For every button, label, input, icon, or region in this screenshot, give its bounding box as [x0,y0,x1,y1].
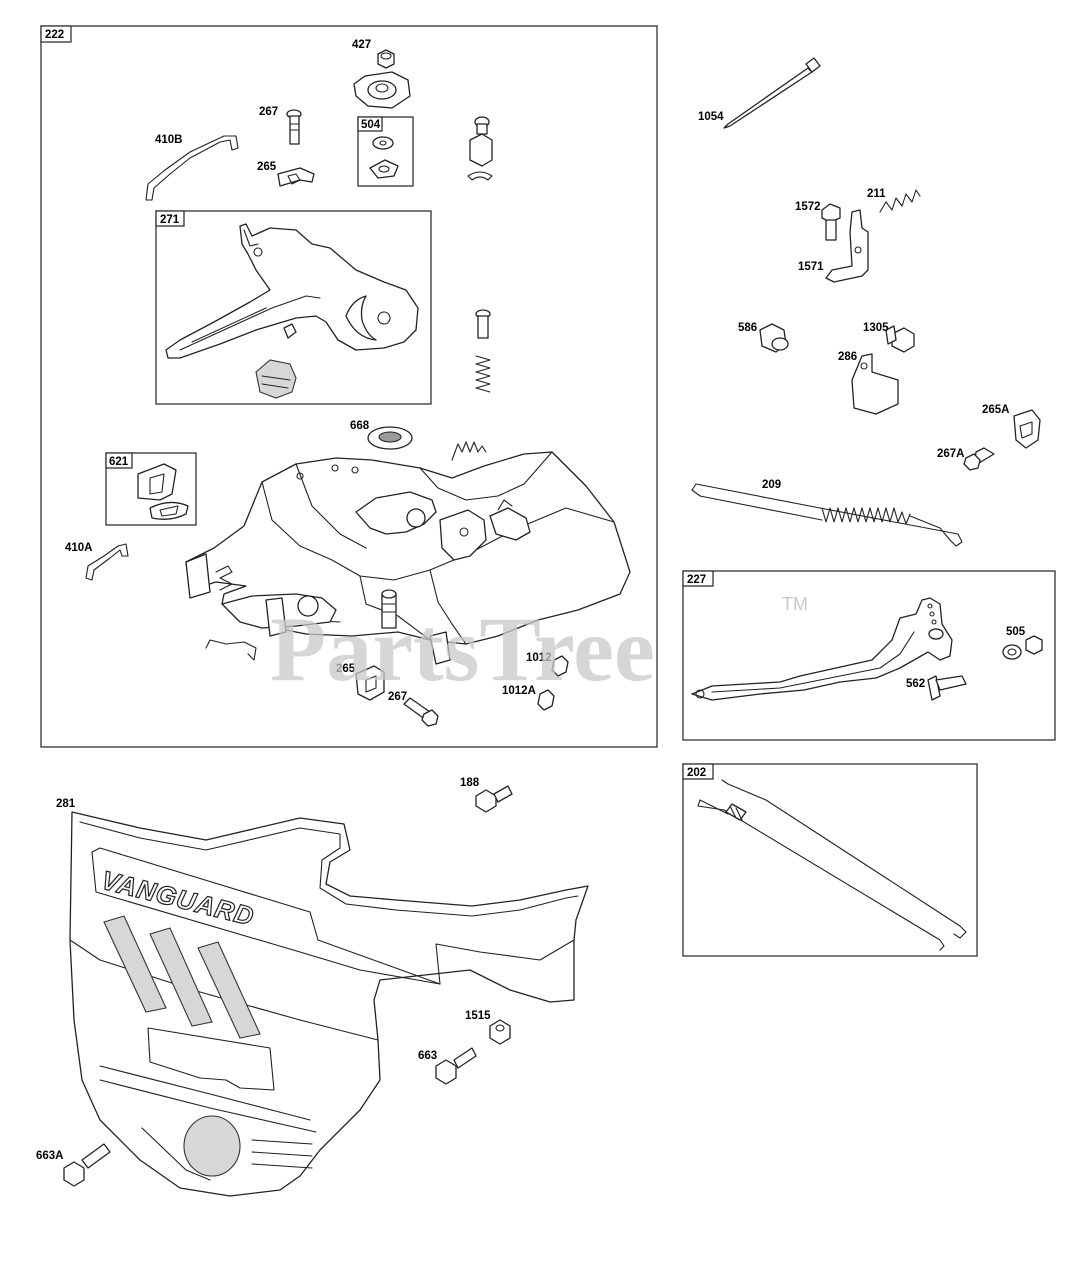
part-209-rod-spring[interactable] [691,483,963,547]
label-1515[interactable]: 1515 [465,1010,491,1022]
part-plate-loose-link[interactable] [205,639,257,661]
part-265a-clip[interactable] [1013,409,1041,449]
label-663[interactable]: 663 [418,1050,437,1062]
watermark-trademark: TM [782,594,808,614]
part-663a-bolt[interactable] [63,1143,111,1187]
group-504-tag-box [357,116,383,132]
part-504-washers[interactable] [369,136,399,179]
label-410b[interactable]: 410B [155,134,183,146]
group-504-frame [357,116,414,187]
part-202-linkage-rod[interactable] [697,779,967,951]
group-202-frame [682,763,978,957]
part-1305-bolt[interactable] [885,325,915,353]
label-286[interactable]: 286 [838,351,857,363]
part-bolt-with-spring[interactable] [475,309,491,393]
part-spring-top[interactable] [451,441,487,461]
part-1515-nut[interactable] [489,1019,511,1045]
group-227-frame [682,570,1056,741]
part-267a-bolt[interactable] [963,447,995,471]
label-410a[interactable]: 410A [65,542,93,554]
label-1012a[interactable]: 1012A [502,685,536,697]
part-211-spring[interactable] [879,189,921,213]
label-267-top[interactable]: 267 [259,106,278,118]
label-668[interactable]: 668 [350,420,370,432]
group-227-tag-box [682,570,714,587]
label-586[interactable]: 586 [738,322,757,334]
label-209[interactable]: 209 [762,479,781,491]
part-271-cap[interactable] [255,359,297,399]
part-410a-link[interactable] [85,543,129,581]
part-668-grommet[interactable] [367,426,413,450]
label-267A[interactable]: 267A [937,448,965,460]
part-265-clip-bottom[interactable] [355,665,385,701]
group-271-tag[interactable]: 271 [160,214,180,226]
label-265-top[interactable]: 265 [257,161,277,173]
part-267-bolt-top[interactable] [286,109,302,145]
watermark: PartsTree [270,598,655,700]
label-562[interactable]: 562 [906,678,925,690]
part-plate-left-bracket[interactable] [185,553,233,599]
group-621-tag[interactable]: 621 [109,456,129,468]
label-1054[interactable]: 1054 [698,111,724,123]
part-427-nut[interactable] [353,49,411,109]
part-621-bracket[interactable] [137,463,189,520]
part-plate-stud[interactable] [381,589,397,629]
label-281[interactable]: 281 [56,798,76,810]
part-505-nut[interactable] [1002,635,1043,660]
group-621-tag-box [105,452,133,469]
label-265-bottom[interactable]: 265 [336,663,356,675]
label-265A[interactable]: 265A [982,404,1010,416]
group-271-frame [155,210,432,405]
part-267-bolt-bottom[interactable] [403,697,439,727]
group-222-frame [40,25,658,748]
part-plate-lower-lever[interactable] [221,593,451,665]
part-271-throttle-bracket[interactable] [165,223,419,359]
part-governor-lever-on-plate[interactable] [355,491,531,561]
group-222-tag-box [40,25,72,43]
label-267-bottom[interactable]: 267 [388,691,407,703]
group-222-tag[interactable]: 222 [45,29,64,41]
group-621-frame [105,452,197,526]
label-427[interactable]: 427 [352,39,371,51]
part-286-bracket[interactable] [851,353,899,415]
group-227-tag[interactable]: 227 [687,574,706,586]
label-1572[interactable]: 1572 [795,201,821,213]
part-1054-cable-tie[interactable] [723,57,821,129]
part-1571-bracket[interactable] [825,209,869,283]
label-1012[interactable]: 1012 [526,652,552,664]
label-663a[interactable]: 663A [36,1150,64,1162]
label-505[interactable]: 505 [1006,626,1026,638]
label-1305[interactable]: 1305 [863,322,889,334]
group-202-tag[interactable]: 202 [687,767,706,779]
part-663-bolt[interactable] [435,1047,477,1085]
group-271-tag-box [155,210,185,227]
part-1012a-screw[interactable] [537,689,555,711]
group-504-tag[interactable]: 504 [361,119,381,131]
label-188[interactable]: 188 [460,777,480,789]
part-281-cover[interactable]: VANGUARD [69,811,589,1197]
part-188-bolt[interactable] [475,785,513,813]
part-227-governor-lever[interactable] [691,597,953,701]
part-271-small-nut[interactable] [283,323,297,339]
part-1012-screw[interactable] [551,655,569,677]
part-410b-link[interactable] [145,135,239,201]
part-1572-bolt[interactable] [821,203,841,241]
part-fitting-unlabeled[interactable] [467,116,493,181]
part-586-fitting[interactable] [759,323,789,353]
group-202-tag-box [682,763,714,780]
label-211[interactable]: 211 [867,188,886,200]
label-1571[interactable]: 1571 [798,261,824,273]
part-562-pin[interactable] [927,675,967,701]
part-265-clip-top[interactable] [277,167,315,187]
